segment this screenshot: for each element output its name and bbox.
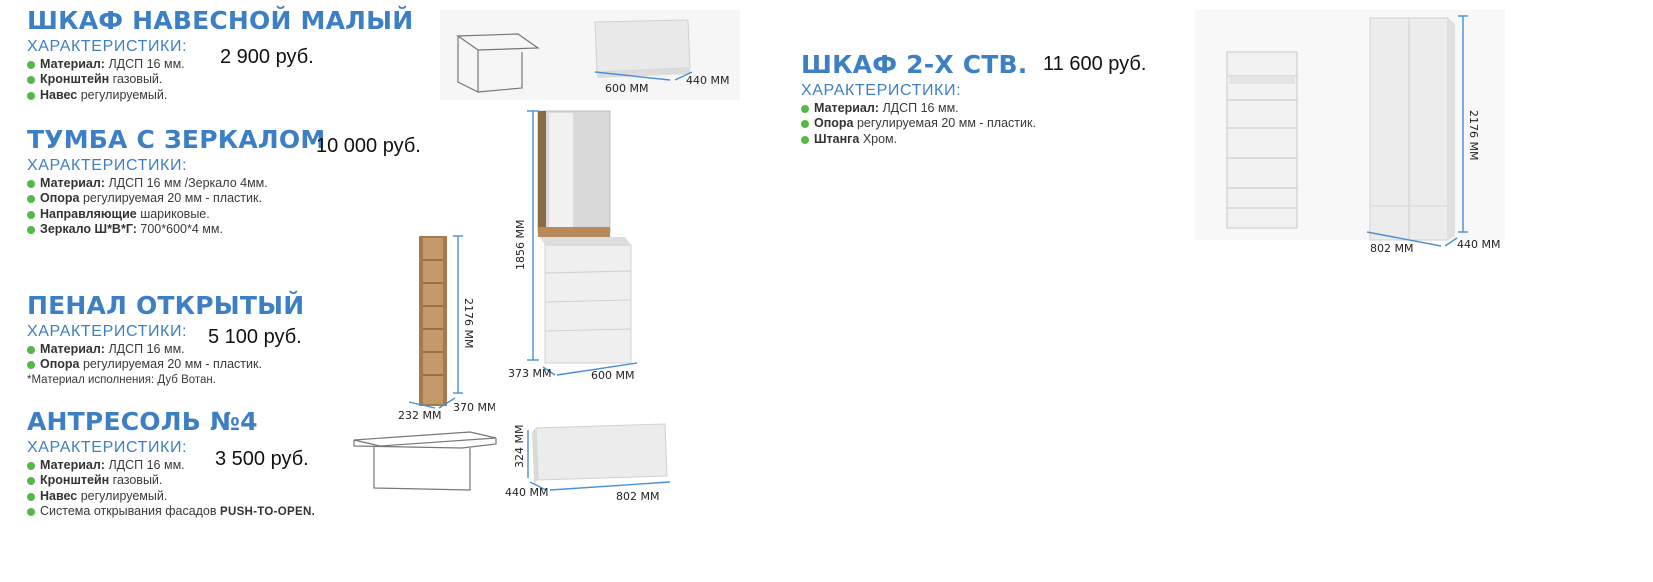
price: 2 900 руб. [220,46,314,68]
spec-list: Материал: ЛДСП 16 мм /Зеркало 4мм. Опора… [27,176,325,237]
spec-item: Кронштейн газовый. [27,473,315,488]
svg-text:802 ММ: 802 ММ [616,490,659,503]
penal-image: 2176 ММ 232 ММ 370 ММ [398,235,495,422]
product-title: ШКАФ 2-Х СТВ. [801,50,1028,79]
price: 11 600 руб. [1043,53,1147,75]
shkaf2-image: 2176 ММ 802 ММ 440 ММ [1195,10,1505,255]
spec-item: Опора регулируемая 20 мм - пластик. [27,191,325,206]
svg-text:440 ММ: 440 ММ [505,486,548,499]
specs-heading: ХАРАКТЕРИСТИКИ: [801,82,962,99]
spec-item: Направляющие шариковые. [27,207,325,222]
svg-text:373 ММ: 373 ММ [508,367,551,380]
specs-heading: ХАРАКТЕРИСТИКИ: [27,439,188,456]
spec-item: Кронштейн газовый. [27,72,413,87]
svg-text:324 ММ: 324 ММ [513,425,526,468]
svg-text:440 ММ: 440 ММ [686,74,729,87]
spec-list: Материал: ЛДСП 16 мм. Кронштейн газовый.… [27,458,315,520]
specs-heading: ХАРАКТЕРИСТИКИ: [27,157,188,174]
specs-heading: ХАРАКТЕРИСТИКИ: [27,38,188,55]
svg-text:600 ММ: 600 ММ [605,82,648,95]
spec-item: Опора регулируемая 20 мм - пластик. [801,116,1036,131]
product-title: ШКАФ НАВЕСНОЙ МАЛЫЙ [27,6,414,35]
material-note: *Материал исполнения: Дуб Вотан. [27,373,216,386]
spec-item: Материал: ЛДСП 16 мм. [27,458,315,473]
spec-item: Навес регулируемый. [27,88,413,103]
product-shkaf-naves: ШКАФ НАВЕСНОЙ МАЛЫЙ ХАРАКТЕРИСТИКИ: Мате… [27,8,413,103]
product-title: ПЕНАЛ ОТКРЫТЫЙ [27,291,305,320]
svg-text:802 ММ: 802 ММ [1370,242,1413,255]
spec-item: Зеркало Ш*В*Г: 700*600*4 мм. [27,222,325,237]
svg-text:600 ММ: 600 ММ [591,369,634,382]
specs-heading: ХАРАКТЕРИСТИКИ: [27,323,188,340]
spec-item: Материал: ЛДСП 16 мм. [27,342,304,357]
spec-item: Навес регулируемый. [27,489,315,504]
product-penal: ПЕНАЛ ОТКРЫТЫЙ ХАРАКТЕРИСТИКИ: Материал:… [27,293,304,388]
shkaf-naves-image: 600 ММ 440 ММ [440,10,740,100]
svg-text:1856 ММ: 1856 ММ [514,220,527,270]
spec-item: Система открывания фасадов PUSH-TO-OPEN. [27,504,315,520]
price: 3 500 руб. [215,448,309,470]
product-shkaf2: ШКАФ 2-Х СТВ. ХАРАКТЕРИСТИКИ: Материал: … [801,52,1036,147]
antresol-image: 324 ММ 440 ММ 802 ММ [353,423,671,503]
price: 5 100 руб. [208,326,302,348]
product-antresol: АНТРЕСОЛЬ №4 ХАРАКТЕРИСТИКИ: Материал: Л… [27,409,315,520]
spec-list: Материал: ЛДСП 16 мм. Опора регулируемая… [801,101,1036,147]
product-title: АНТРЕСОЛЬ №4 [27,407,258,436]
svg-text:440 ММ: 440 ММ [1457,238,1500,251]
product-tumba: ТУМБА С ЗЕРКАЛОМ ХАРАКТЕРИСТИКИ: Материа… [27,127,325,237]
spec-item: Материал: ЛДСП 16 мм. [801,101,1036,116]
svg-text:370 ММ: 370 ММ [453,401,495,414]
svg-text:2176 ММ: 2176 ММ [462,298,475,348]
spec-list: Материал: ЛДСП 16 мм. Кронштейн газовый.… [27,57,413,103]
spec-list: Материал: ЛДСП 16 мм. Опора регулируемая… [27,342,304,388]
spec-item: Материал: ЛДСП 16 мм /Зеркало 4мм. [27,176,325,191]
spec-item: Штанга Хром. [801,132,1036,147]
spec-item: Материал: ЛДСП 16 мм. [27,57,413,72]
product-title: ТУМБА С ЗЕРКАЛОМ [27,125,326,154]
svg-text:2176 ММ: 2176 ММ [1467,110,1480,160]
spec-item: Опора регулируемая 20 мм - пластик. [27,357,304,372]
tumba-image: 1856 ММ 373 ММ 600 ММ [508,110,638,382]
svg-text:232 ММ: 232 ММ [398,409,441,422]
price: 10 000 руб. [316,135,421,157]
